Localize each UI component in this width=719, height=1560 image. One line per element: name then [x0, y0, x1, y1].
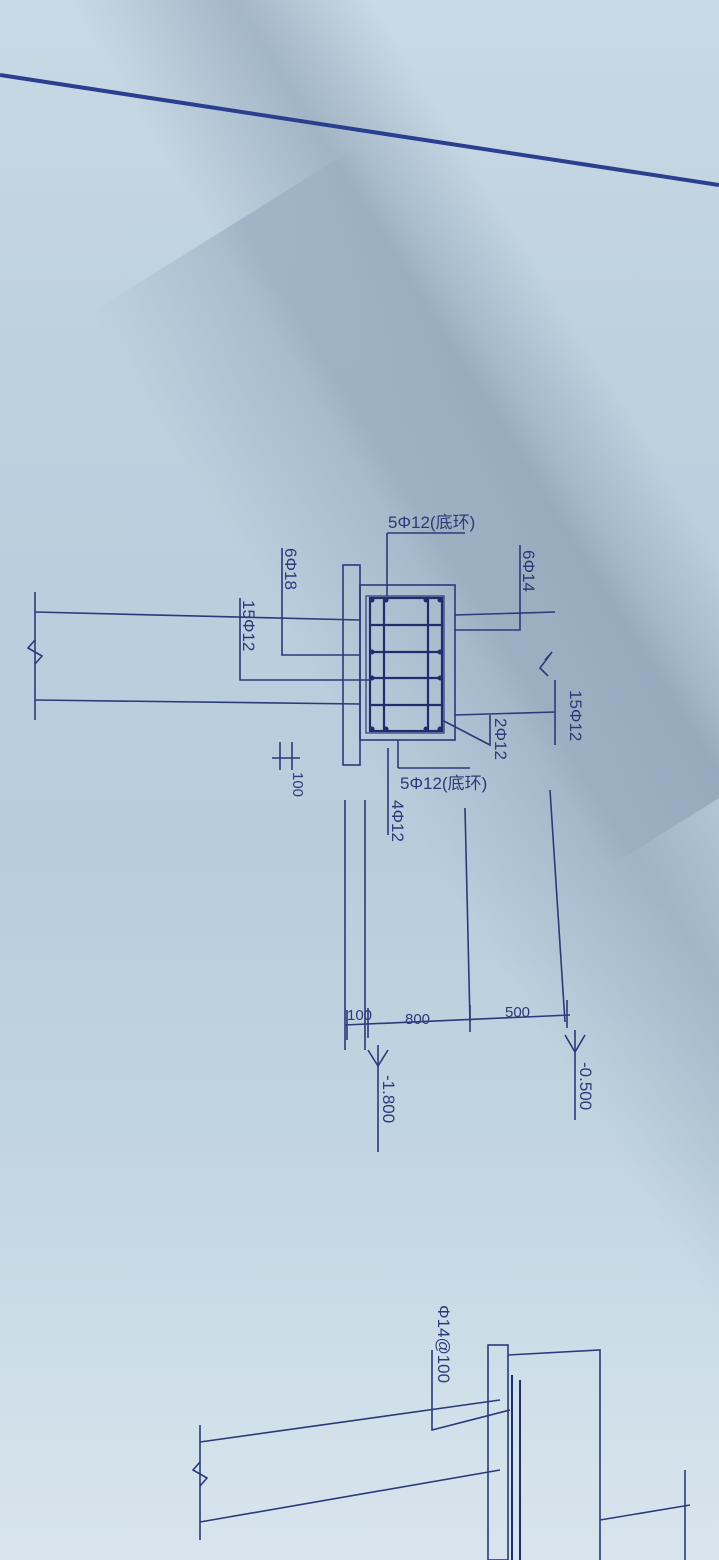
- level-upper: -0.500: [576, 1062, 595, 1110]
- label-inner-bars: 2Φ12: [491, 718, 510, 760]
- level-lower: -1.800: [379, 1075, 398, 1123]
- frame-border-line: [0, 73, 719, 187]
- label-left-bars: 6Φ18: [281, 548, 300, 590]
- label-top-ring: 5Φ12(底环): [388, 513, 475, 532]
- label-second-detail-bars: Φ14@100: [434, 1305, 453, 1383]
- label-left-lower-bars: 15Φ12: [239, 600, 258, 651]
- main-detail: [26, 532, 586, 1152]
- dim-100-top: 100: [289, 772, 306, 797]
- dim-500: 500: [505, 1004, 530, 1021]
- label-side-bars: 4Φ12: [388, 800, 407, 842]
- label-right-lower-bars: 15Φ12: [566, 690, 585, 741]
- label-upper-right-bars: 6Φ14: [519, 550, 538, 592]
- label-bottom-ring: 5Φ12(底环): [400, 774, 487, 793]
- dim-800: 800: [405, 1011, 430, 1028]
- second-detail: [191, 1344, 691, 1560]
- dim-100-bottom: 100: [347, 1007, 372, 1024]
